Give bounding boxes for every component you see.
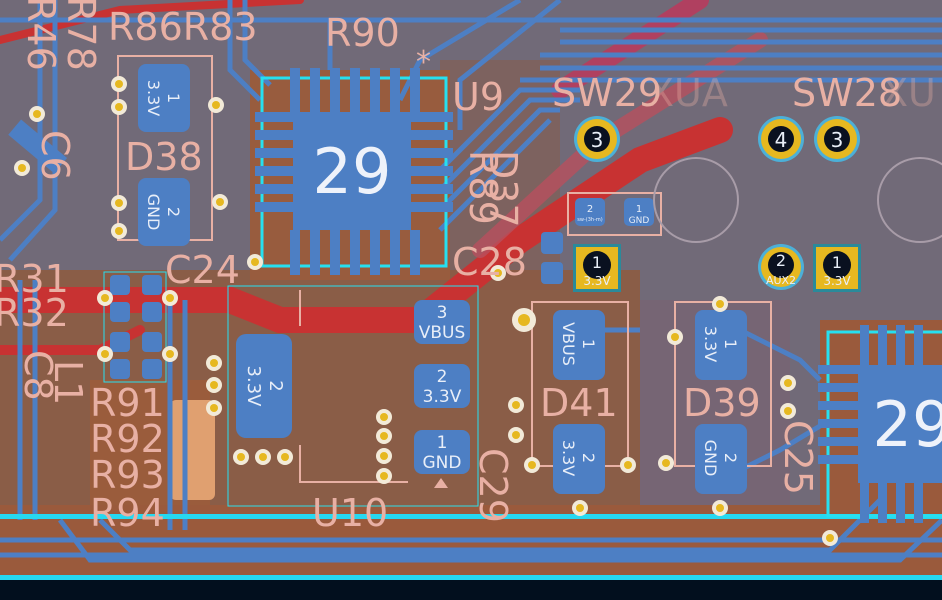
- resistor-array[interactable]: [103, 271, 167, 383]
- ref-r91: R91: [90, 381, 165, 425]
- ref-r94: R94: [90, 491, 165, 535]
- u10-pad1-net: GND: [423, 453, 462, 473]
- u10-pad2-num: 2: [437, 367, 448, 387]
- sw28-pin1-num: 1: [832, 253, 842, 272]
- sw29-pin3: 3: [591, 128, 604, 152]
- d38-pad1-net: 3.3V: [144, 80, 163, 116]
- sw28-pin4: 4: [775, 128, 788, 152]
- cap-c28[interactable]: [541, 232, 563, 284]
- sw29-pin1-net: 3.3V: [583, 274, 611, 288]
- sw28-pin2-num: 2: [776, 251, 786, 270]
- u10-pad3-net: VBUS: [419, 323, 466, 343]
- ref-c28: C28: [452, 240, 527, 284]
- ref-d38: D38: [125, 135, 203, 179]
- sw28-pin3: 3: [831, 128, 844, 152]
- d39-pad1-num: 1: [721, 339, 740, 349]
- vias: [14, 76, 838, 546]
- d37-pad1-net: GND: [629, 216, 650, 226]
- u10-pad1-num: 1: [437, 433, 448, 453]
- d38-pad2-net: GND: [144, 194, 163, 231]
- diode-d37[interactable]: 2 sw-(3h-m) 1 GND: [567, 192, 662, 236]
- ref-d41: D41: [540, 381, 618, 425]
- sw28-pin1-net: 3.3V: [823, 274, 851, 288]
- d38-pad1-num: 1: [164, 93, 183, 103]
- ref-r46: R46: [19, 0, 63, 71]
- u9-pad-count: 29: [313, 135, 392, 208]
- silkscreen-labels: R86R83 R90 * U9 SW29 XUA SW28 XU D38 C24…: [0, 0, 936, 535]
- d41-pad2-net: 3.3V: [559, 440, 578, 476]
- ref-d39: D39: [683, 381, 761, 425]
- ref-r86r83: R86R83: [108, 5, 258, 49]
- d37-pad2-num: 2: [587, 204, 593, 215]
- u10-pad2-net: 3.3V: [423, 387, 462, 407]
- d39-pad2-net: GND: [701, 440, 720, 477]
- ref-u10: U10: [312, 491, 388, 535]
- d41-pad1-net: VBUS: [559, 322, 578, 366]
- diode-d39[interactable]: 1 3.3V 2 GND: [674, 301, 772, 494]
- d41-pad2-num: 2: [579, 453, 598, 463]
- u10-tab-num: 2: [265, 380, 286, 391]
- ref-c29: C29: [471, 448, 515, 523]
- d37-pad1-num: 1: [636, 204, 642, 215]
- regulator-u10[interactable]: 2 3.3V 3 VBUS 2 3.3V 1 GND: [227, 285, 479, 507]
- ref-sw29: SW29: [552, 71, 662, 115]
- ref-l1: L1: [46, 360, 90, 405]
- ref-r90: R90: [325, 11, 400, 55]
- back-copper-tracks: [0, 0, 942, 563]
- ref-d37: D37: [481, 150, 525, 228]
- ref-c6: C6: [33, 130, 77, 181]
- cap-c6[interactable]: [8, 119, 68, 174]
- ic-u9[interactable]: 29: [255, 68, 453, 275]
- ref-sw29-suffix: XUA: [648, 71, 728, 115]
- sw28-pin2-net: AUX2: [766, 274, 796, 287]
- marker-star: *: [416, 45, 431, 80]
- ref-r93: R93: [90, 453, 165, 497]
- u10-pad3-num: 3: [437, 303, 448, 323]
- ref-c24: C24: [165, 248, 240, 292]
- d38-pad2-num: 2: [164, 207, 183, 217]
- ref-r92: R92: [90, 417, 165, 461]
- switch-sw29[interactable]: 3 1 3.3V: [573, 116, 621, 292]
- ref-c25: C25: [776, 420, 820, 495]
- diode-d41[interactable]: 1 VBUS 2 3.3V: [531, 301, 629, 494]
- ref-sw28-suffix: XU: [882, 71, 936, 115]
- ref-r31: R31: [0, 257, 69, 301]
- d39-pad1-net: 3.3V: [701, 326, 720, 362]
- ref-sw28: SW28: [792, 71, 902, 115]
- ref-r78: R78: [59, 0, 103, 71]
- ref-c8: C8: [16, 350, 60, 401]
- u10-tab-net: 3.3V: [243, 366, 264, 408]
- ref-r89: R89: [461, 150, 505, 225]
- diode-d38[interactable]: 1 3.3V 2 GND: [117, 55, 213, 246]
- ic-right[interactable]: 29: [818, 325, 942, 523]
- right-ic-pad-count: 29: [873, 388, 942, 461]
- ref-u9: U9: [452, 75, 504, 119]
- d37-pad2-net: sw-(3h-m): [577, 217, 602, 223]
- sw29-pin1-num: 1: [592, 253, 602, 272]
- ref-r32: R32: [0, 291, 69, 335]
- board-edge-lines: [0, 514, 942, 600]
- d39-pad2-num: 2: [721, 453, 740, 463]
- switch-sw28[interactable]: 4 3 2 AUX2 1 3.3V: [653, 116, 942, 292]
- d41-pad1-num: 1: [579, 339, 598, 349]
